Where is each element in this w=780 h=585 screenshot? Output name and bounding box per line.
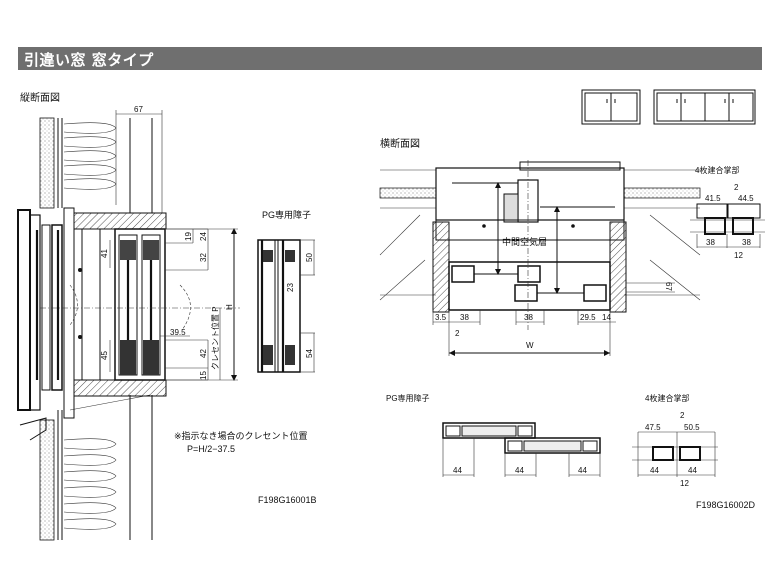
dim-w: W (526, 341, 534, 350)
pg-dim-44-b: 44 (515, 466, 524, 475)
dim-3-5: 3.5 (435, 313, 447, 322)
dim-67-horizontal: 67 (664, 282, 673, 291)
vertical-section-label: 縦断面図 (20, 91, 60, 104)
dim-15: 15 (199, 371, 208, 380)
crescent-note: ※指示なき場合のクレセント位置 (174, 430, 308, 441)
dim-24: 24 (199, 232, 208, 241)
dim-42: 42 (199, 349, 208, 358)
meeting2-dim-2: 2 (680, 411, 685, 420)
meeting-section-label-2: 4枚建合掌部 (645, 393, 689, 403)
title-bar: 引違い窓 窓タイプ (18, 47, 762, 70)
pg-dim-44-a: 44 (453, 466, 462, 475)
two-panel-window-icon (581, 89, 641, 125)
meeting2-dim-44-a: 44 (650, 466, 659, 475)
meeting2-dim-44-b: 44 (688, 466, 697, 475)
dim-39-5: 39.5 (170, 328, 186, 337)
meeting2-dim-12: 12 (680, 479, 689, 488)
meeting2-dim-50-5: 50.5 (684, 423, 700, 432)
dim-14: 14 (602, 313, 611, 322)
dim-32: 32 (199, 253, 208, 262)
drawing-code-right: F198G16002D (696, 500, 756, 510)
dim-23: 23 (286, 283, 295, 292)
meeting2-dim-47-5: 47.5 (645, 423, 661, 432)
horizontal-section-drawing: 中間空気層 3.5 38 38 29.5 14 2 W 67 (379, 160, 701, 356)
dim-29-5: 29.5 (580, 313, 596, 322)
meeting-dim-12: 12 (734, 251, 743, 260)
crescent-position-label: クレセント位置 P (210, 306, 220, 370)
page-title: 引違い窓 窓タイプ (24, 51, 154, 69)
dim-67: 67 (134, 105, 143, 114)
pg-sash-label-vertical: PG専用障子 (262, 209, 311, 220)
pg-sash-label-horizontal: PG専用障子 (386, 393, 430, 403)
air-layer-label: 中間空気層 (502, 236, 547, 247)
dim-19: 19 (184, 232, 193, 241)
meeting-dim-44-5: 44.5 (738, 194, 754, 203)
dim-50: 50 (305, 253, 314, 262)
horizontal-section-label: 横断面図 (380, 137, 420, 150)
meeting-dim-2: 2 (734, 183, 739, 192)
dim-45: 45 (100, 351, 109, 360)
meeting-dim-41-5: 41.5 (705, 194, 721, 203)
dim-38-b: 38 (524, 313, 533, 322)
pg-sash-vertical-drawing: 50 23 54 (257, 239, 315, 373)
meeting-section-label: 4枚建合掌部 (695, 165, 739, 175)
meeting-section-drawing: 2 41.5 44.5 38 38 12 (690, 183, 765, 260)
meeting-dim-38-b: 38 (742, 238, 751, 247)
drawing-code-left: F198G16001B (258, 495, 317, 505)
dim-38-a: 38 (460, 313, 469, 322)
pg-sash-horizontal-drawing: 44 44 44 (442, 422, 601, 477)
dim-2: 2 (455, 329, 460, 338)
meeting-dim-38-a: 38 (706, 238, 715, 247)
pg-dim-44-c: 44 (578, 466, 587, 475)
crescent-formula: P=H/2−37.5 (187, 444, 235, 454)
dim-h: H (225, 304, 234, 310)
dim-54: 54 (305, 349, 314, 358)
meeting-section-drawing-2: 2 47.5 50.5 44 44 12 (632, 411, 718, 488)
vertical-section-drawing: 67 (17, 105, 240, 541)
dim-41: 41 (100, 249, 109, 258)
four-panel-window-icon (653, 89, 756, 125)
